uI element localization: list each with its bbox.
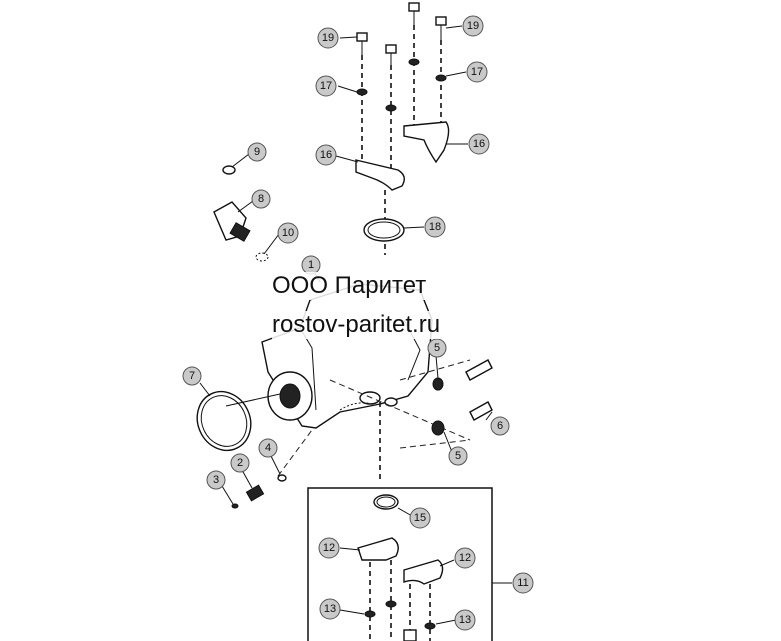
svg-text:17: 17 <box>471 66 483 78</box>
svg-text:9: 9 <box>254 146 260 158</box>
right-bolts <box>431 359 493 436</box>
callout-15: 15 <box>409 507 431 529</box>
svg-text:6: 6 <box>497 420 503 432</box>
washer-13 <box>364 610 376 618</box>
assembly-line <box>399 439 471 449</box>
callout-6: 6 <box>490 416 510 436</box>
callout-5-upper: 5 <box>427 338 447 358</box>
svg-text:8: 8 <box>258 193 264 205</box>
pump-body-1 <box>261 283 433 429</box>
callout-13-right: 13 <box>454 609 476 631</box>
bolt-19-left <box>356 32 368 60</box>
svg-text:4: 4 <box>265 442 271 454</box>
svg-text:16: 16 <box>320 149 332 161</box>
plug-3 <box>231 503 239 509</box>
lower-left-parts <box>196 390 287 509</box>
kit-11-box <box>307 487 512 641</box>
svg-text:17: 17 <box>320 80 332 92</box>
assembly-line <box>329 379 471 441</box>
svg-text:1: 1 <box>308 259 314 271</box>
callout-16-right: 16 <box>468 133 490 155</box>
svg-text:12: 12 <box>323 542 335 554</box>
bolt-bottom <box>403 629 417 641</box>
svg-text:13: 13 <box>324 603 336 615</box>
assembly-line <box>277 429 313 477</box>
washer-13 <box>424 622 436 630</box>
kit-frame <box>307 487 493 641</box>
svg-text:11: 11 <box>517 577 528 589</box>
washer <box>408 58 420 66</box>
callout-19-right: 19 <box>462 15 484 37</box>
callout-19-left: 19 <box>317 27 339 49</box>
svg-text:2: 2 <box>237 457 243 469</box>
bolt-6 <box>469 401 493 421</box>
bolt-upper <box>465 359 493 381</box>
washer-5-upper <box>432 377 444 391</box>
svg-text:13: 13 <box>459 614 471 626</box>
watermark-url: rostov-paritet.ru <box>272 311 441 339</box>
svg-text:19: 19 <box>467 20 479 32</box>
callout-13-left: 13 <box>319 598 341 620</box>
callout-3: 3 <box>206 470 226 490</box>
clamp-16-right <box>403 121 450 164</box>
callout-4: 4 <box>258 438 278 458</box>
assembly-line <box>399 359 471 381</box>
washer <box>385 104 397 112</box>
o-ring-7 <box>196 390 252 452</box>
callout-17-left: 17 <box>315 75 337 97</box>
port-seal <box>359 391 381 405</box>
callout-18: 18 <box>424 216 446 238</box>
callout-2: 2 <box>230 453 250 473</box>
callout-12-left: 12 <box>318 537 340 559</box>
left-fitting-assembly <box>213 165 269 262</box>
svg-text:18: 18 <box>429 221 441 233</box>
o-ring-18 <box>363 218 405 242</box>
drive-shaft <box>279 383 301 409</box>
washer-5-lower <box>431 420 445 436</box>
clamp-12-right <box>403 559 444 585</box>
svg-text:12: 12 <box>459 552 471 564</box>
callout-10: 10 <box>277 222 299 244</box>
svg-text:10: 10 <box>282 227 294 239</box>
bolt-left-2 <box>385 44 397 70</box>
plug-2 <box>245 484 265 502</box>
callout-16-left: 16 <box>315 144 337 166</box>
bolt-19-top <box>408 2 420 30</box>
svg-text:15: 15 <box>414 512 426 524</box>
top-assembly <box>355 2 450 255</box>
clamp-12-left <box>357 537 399 561</box>
callout-7: 7 <box>182 366 202 386</box>
clamp-16-left <box>355 159 405 191</box>
callout-8: 8 <box>251 189 271 209</box>
svg-text:19: 19 <box>322 32 334 44</box>
callout-5-lower: 5 <box>448 446 468 466</box>
svg-text:16: 16 <box>473 138 485 150</box>
washer-17 <box>356 88 368 96</box>
watermark-company: ООО Паритет <box>272 272 427 300</box>
callout-9: 9 <box>247 142 267 162</box>
svg-text:7: 7 <box>189 370 195 382</box>
ring-9 <box>222 165 236 175</box>
svg-text:3: 3 <box>213 474 219 486</box>
svg-text:5: 5 <box>434 342 440 354</box>
seal-10 <box>255 252 269 262</box>
seal-4 <box>277 474 287 482</box>
callout-11: 11 <box>512 572 534 594</box>
svg-text:5: 5 <box>455 450 461 462</box>
callout-12-right: 12 <box>454 547 476 569</box>
callout-17-right: 17 <box>466 61 488 83</box>
washer-17 <box>435 74 447 82</box>
bolt-19-right <box>435 16 447 44</box>
